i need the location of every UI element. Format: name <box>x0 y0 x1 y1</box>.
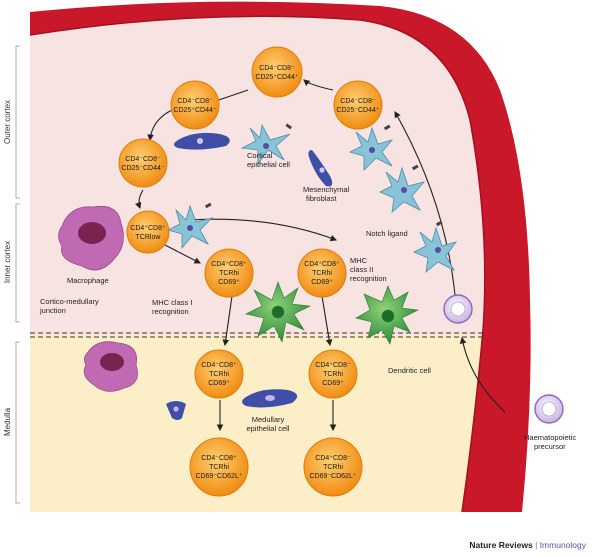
thymocyte-labels: CD4⁻CD8⁻ CD25⁻CD44⁺ CD4⁻CD8⁻ CD25⁺CD44⁺ … <box>121 65 379 480</box>
capsule <box>30 1 531 513</box>
label-mesenchymal-1: Mesenchymal <box>303 185 350 194</box>
label-medullary-epithelial-1: Medullary <box>252 415 285 424</box>
zone-brackets <box>15 45 20 504</box>
haematopoietic-precursor-outside <box>534 394 564 424</box>
label-cortical-epithelial-2: epithelial cell <box>247 160 290 169</box>
label-mhc2-2: class II <box>350 265 373 274</box>
cell-c1-line1: CD4⁻CD8⁻ <box>340 98 376 105</box>
annotation-labels: Cortical epithelial cell Mesenchymal fib… <box>39 151 576 451</box>
cortical-epithelial-cells <box>166 123 457 273</box>
macrophage-medulla <box>83 341 138 392</box>
cell-c3-line1: CD4⁻CD8⁻ <box>177 98 213 105</box>
credit-separator: | <box>535 540 538 550</box>
epithelial-nuclei <box>187 143 441 253</box>
cell-c8-line2: TCRhi <box>209 371 229 378</box>
label-mhc2-3: recognition <box>350 274 387 283</box>
zone-label-outer-cortex: Outer cortex <box>3 100 12 144</box>
zone-label-medulla: Medulla <box>3 407 12 436</box>
cell-c10-line2: TCRhi <box>209 464 229 471</box>
credit-line: Nature Reviews | Immunology <box>469 540 586 550</box>
cell-c10-line1: CD4⁻CD8⁺ <box>201 455 237 462</box>
dendritic-cell-2 <box>355 285 420 345</box>
cell-c11-line3: CD69⁻CD62L⁺ <box>309 473 356 480</box>
label-haematopoietic-2: precursor <box>534 442 566 451</box>
credit-subject: Immunology <box>539 540 586 550</box>
label-macrophage: Macrophage <box>67 276 109 285</box>
label-mesenchymal-2: fibroblast <box>306 194 337 203</box>
haematopoietic-precursor-cortex <box>443 294 473 324</box>
label-medullary-epithelial-2: epithelial cell <box>247 424 290 433</box>
cell-c9-line2: TCRhi <box>323 371 343 378</box>
label-cortical-epithelial-1: Cortical <box>247 151 273 160</box>
cell-c8-line3: CD69⁺ <box>208 380 230 387</box>
cell-c4-line2: CD25⁻CD44⁻ <box>121 165 164 172</box>
cell-c10-line3: CD69⁻CD62L⁺ <box>195 473 242 480</box>
notch-ligands <box>204 123 443 227</box>
cell-c4-line1: CD4⁻CD8⁻ <box>125 156 161 163</box>
label-mhc1-2: recognition <box>152 307 189 316</box>
cell-c9-line1: CD4⁺CD8⁻ <box>315 362 351 369</box>
credit-journal: Nature Reviews <box>469 540 533 550</box>
zone-label-inner-cortex: Inner cortex <box>3 241 12 283</box>
thymocytes <box>118 46 383 497</box>
dendritic-cell-1 <box>245 281 312 343</box>
cell-c8-line1: CD4⁻CD8⁺ <box>201 362 237 369</box>
label-cortico-medullary-1: Cortico-medullary <box>40 297 99 306</box>
cell-c7-line1: CD4⁺CD8⁺ <box>304 261 340 268</box>
mesenchymal-fibroblasts <box>166 132 333 420</box>
cell-c5-line2: TCRlow <box>136 234 162 241</box>
label-mhc1-1: MHC class I <box>152 298 192 307</box>
label-cortico-medullary-2: junction <box>39 306 66 315</box>
cell-c11-line1: CD4⁺CD8⁻ <box>315 455 351 462</box>
cell-c7-line2: TCRhi <box>312 270 332 277</box>
cell-c2-line1: CD4⁻CD8⁻ <box>259 65 295 72</box>
cell-c2-line2: CD25⁺CD44⁺ <box>255 74 298 81</box>
cell-c7-line3: CD69⁺ <box>311 279 333 286</box>
cell-c6-line3: CD69⁺ <box>218 279 240 286</box>
label-dendritic-cell: Dendritic cell <box>388 366 431 375</box>
cell-c9-line3: CD69⁺ <box>322 380 344 387</box>
macrophage-cortex <box>58 205 124 271</box>
cell-c6-line1: CD4⁺CD8⁺ <box>211 261 247 268</box>
cell-c5-line1: CD4⁺CD8⁺ <box>130 225 166 232</box>
cell-c6-line2: TCRhi <box>219 270 239 277</box>
label-mhc2-1: MHC <box>350 256 368 265</box>
cell-c3-line2: CD25⁺CD44⁻ <box>173 107 216 114</box>
capsule-edge <box>29 15 486 513</box>
label-notch-ligand: Notch ligand <box>366 229 408 238</box>
label-haematopoietic-1: Haematopoietic <box>524 433 576 442</box>
cell-c1-line2: CD25⁻CD44⁺ <box>336 107 379 114</box>
cell-c11-line2: TCRhi <box>323 464 343 471</box>
